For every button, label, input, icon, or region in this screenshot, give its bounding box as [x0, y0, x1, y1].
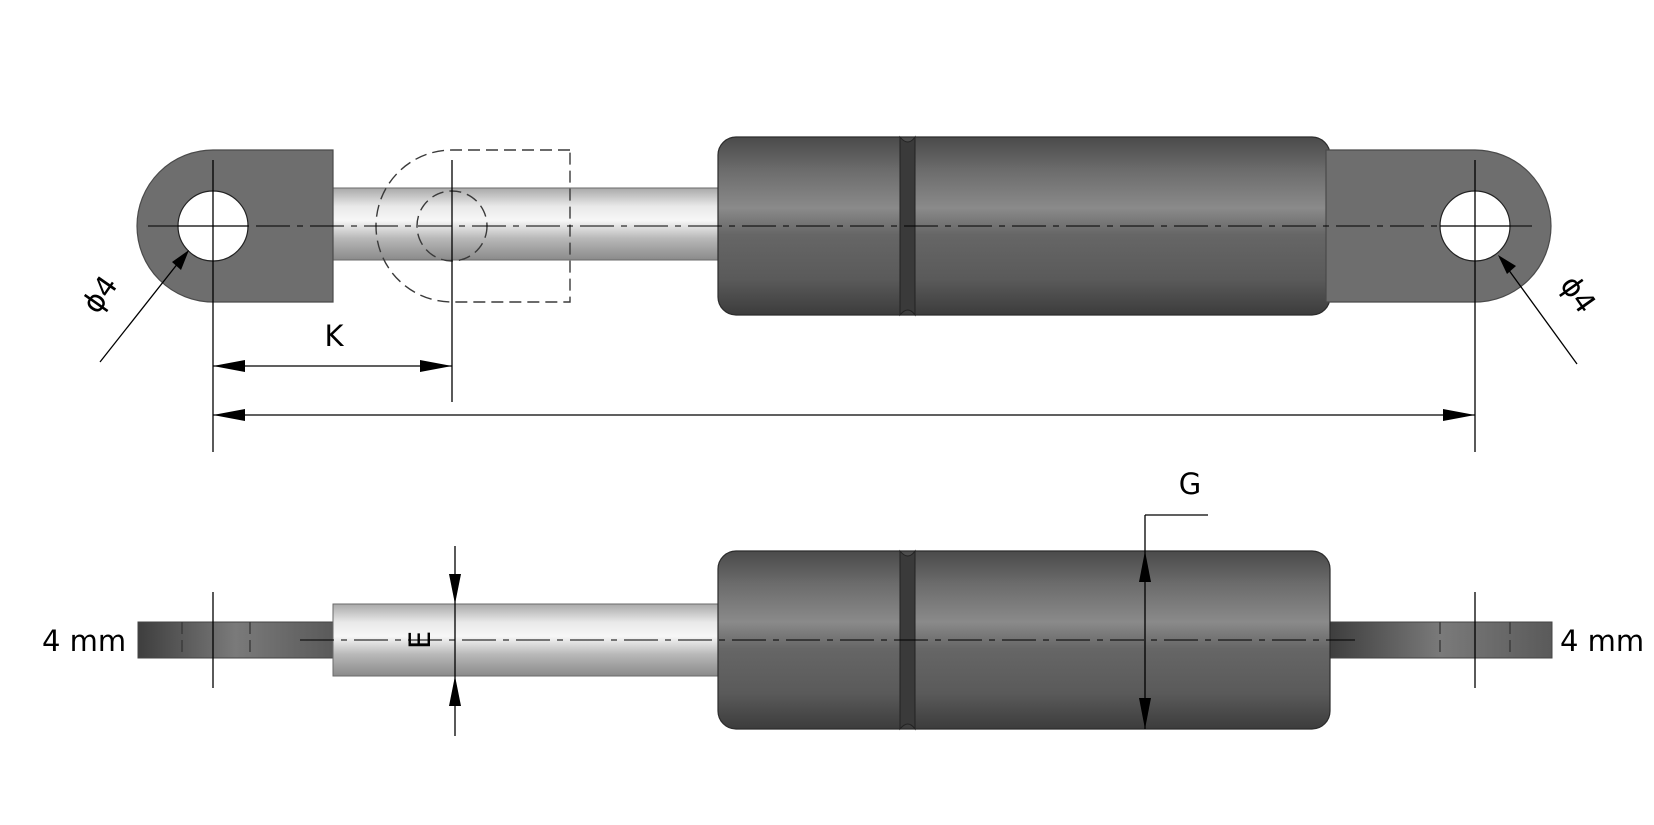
left-tab-side	[137, 621, 334, 659]
right-tab-side	[1329, 621, 1553, 659]
dim-g-arrow-bottom	[1139, 698, 1151, 729]
dim-g-arrow-top	[1139, 551, 1151, 582]
dim-k-arrow-left	[213, 360, 245, 372]
dim-e-arrow-bottom	[449, 676, 461, 706]
dim-overall-arrow-right	[1443, 409, 1475, 421]
dim-g-label: G	[1179, 467, 1201, 501]
right-dia-leader	[1499, 257, 1578, 365]
left-thickness-label: 4 mm	[42, 624, 126, 658]
left-dia-arrow	[172, 250, 189, 270]
left-diameter-label: ϕ4	[75, 269, 124, 319]
right-eye-fitting	[1325, 149, 1552, 303]
right-dia-arrow	[1498, 255, 1516, 274]
piston-rod-top	[329, 187, 721, 261]
dim-e-label: E	[403, 631, 437, 649]
dim-overall-arrow-left	[213, 409, 245, 421]
hidden-eye-outline	[375, 149, 571, 303]
left-dia-leader	[99, 252, 187, 363]
dim-k-arrow-right	[420, 360, 452, 372]
dim-k-label: K	[324, 319, 344, 353]
dim-e-arrow-top	[449, 574, 461, 604]
right-diameter-label: ϕ4	[1553, 269, 1602, 319]
right-thickness-label: 4 mm	[1560, 624, 1644, 658]
top-view: K ϕ4 ϕ4	[75, 135, 1603, 452]
side-view: E G 4 mm 4 mm	[42, 467, 1644, 736]
